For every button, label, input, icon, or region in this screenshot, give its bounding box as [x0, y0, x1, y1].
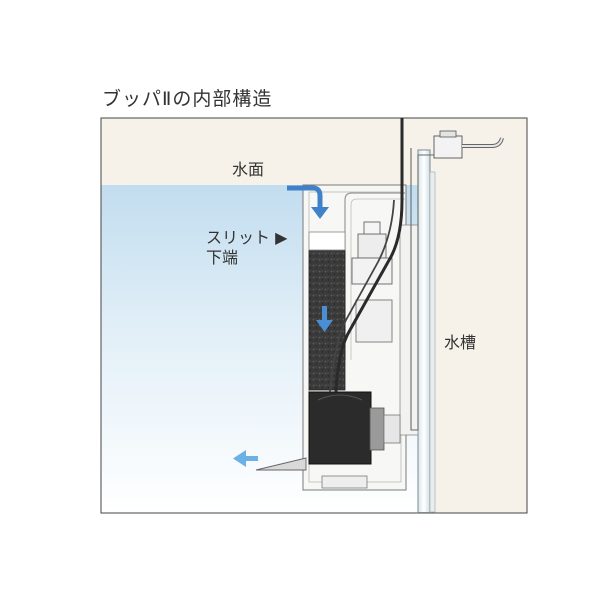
- air-tube-outer: [334, 118, 404, 393]
- tank-glass-wall: [417, 149, 431, 513]
- outlet-pipe: [410, 130, 504, 431]
- diagram-title: ブッパⅡの内部構造: [102, 88, 273, 110]
- down-flow-arrow: [316, 306, 333, 332]
- label-slit-bottom: スリット ▶ 下端: [206, 228, 287, 268]
- air-valve: [351, 221, 393, 343]
- outflow-spout: [255, 457, 307, 471]
- label-bottom-edge: 下端: [206, 248, 239, 267]
- glass-edge: [429, 171, 436, 513]
- air-tube-inner: [329, 199, 395, 393]
- label-tank: 水槽: [444, 333, 477, 352]
- pump: [308, 391, 401, 465]
- label-slit: スリット ▶: [206, 228, 288, 247]
- label-water-surface: 水面: [232, 160, 265, 179]
- intake-tube: [344, 192, 405, 360]
- intake-flow-arrow: [287, 185, 329, 219]
- outflow-arrow: [233, 450, 258, 467]
